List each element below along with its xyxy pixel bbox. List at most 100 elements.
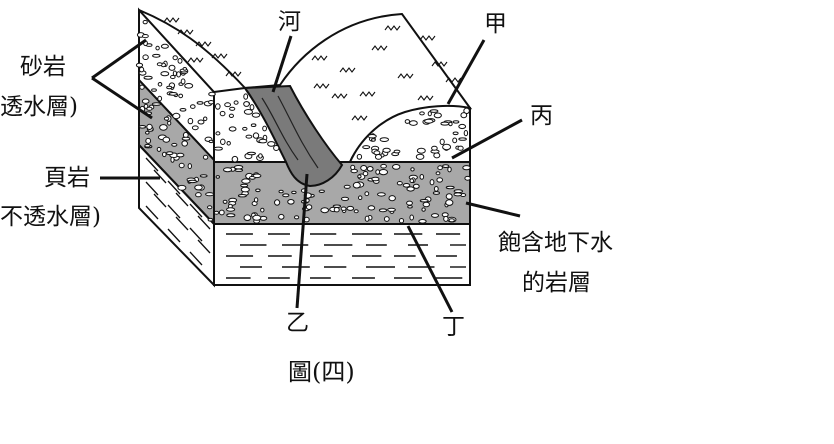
shale-dash [197, 239, 211, 254]
pebble [184, 83, 194, 89]
shale-dash [175, 192, 189, 207]
pebble [166, 151, 174, 156]
pebble [208, 139, 214, 144]
pebble [180, 78, 186, 85]
pebble [141, 98, 150, 104]
pebble [237, 194, 247, 198]
pebble [168, 64, 176, 71]
pebble [142, 34, 149, 39]
shale-dash [145, 181, 159, 196]
pebble [379, 137, 389, 143]
pebble [151, 88, 157, 92]
pebble [287, 199, 295, 205]
pebble [223, 167, 233, 173]
grass-mark [177, 29, 194, 35]
pebble [191, 125, 199, 131]
pebble [371, 138, 376, 142]
pebble [228, 113, 234, 119]
pebble [162, 136, 171, 143]
pebble [160, 43, 169, 49]
label-river: 河 [278, 9, 301, 35]
pebble [437, 165, 443, 171]
pebble [252, 214, 262, 221]
pebble [181, 136, 191, 141]
pebble [440, 121, 450, 126]
pebble [447, 166, 452, 173]
shale-dash [145, 205, 159, 220]
pebble [442, 164, 450, 169]
pebble [245, 134, 253, 139]
pebble [234, 168, 244, 172]
pebble [194, 184, 203, 191]
pebble [240, 186, 250, 193]
pebble [199, 174, 208, 178]
pebble [249, 104, 255, 111]
label-bing: 丙 [530, 103, 553, 129]
pebble [231, 155, 239, 163]
pebble [243, 109, 253, 115]
pebble [429, 179, 435, 186]
pebble [357, 174, 362, 179]
pebble [387, 207, 396, 212]
pebble [195, 192, 202, 198]
pebble [205, 192, 215, 197]
pebble [142, 19, 148, 25]
grass-mark [359, 91, 376, 97]
pebble [278, 213, 285, 220]
pebble [143, 75, 153, 80]
pebble [409, 120, 418, 126]
pebble [226, 213, 236, 218]
pebble [166, 85, 173, 90]
pebble [346, 205, 355, 211]
pebble [358, 195, 363, 200]
pebble [340, 206, 347, 211]
pebble [177, 184, 187, 191]
grass-mark [431, 61, 448, 67]
pebble [350, 164, 356, 171]
pebble [252, 173, 262, 179]
pebble [243, 101, 250, 107]
pebble [419, 111, 425, 116]
grass-mark [163, 17, 180, 23]
pebble [262, 125, 268, 132]
pebble [157, 82, 163, 87]
pebble [429, 109, 439, 113]
pebble [404, 119, 411, 124]
pebble [377, 192, 386, 197]
pebble [208, 91, 216, 97]
pebble [220, 138, 226, 146]
label-shale: 頁岩 [44, 165, 90, 191]
pebble [353, 209, 359, 214]
pebble [218, 209, 225, 216]
pebble [374, 154, 383, 160]
pebble [146, 106, 153, 111]
pebble [409, 214, 415, 221]
leader-line-sandstone [91, 76, 153, 120]
pebble [416, 147, 426, 154]
pebble [240, 183, 249, 188]
pebble [274, 199, 281, 206]
pebble [452, 137, 458, 144]
pebble [367, 205, 376, 211]
shale-dash [167, 228, 181, 243]
pebble [463, 130, 469, 137]
pebble [282, 193, 290, 198]
grass-mark [331, 93, 348, 99]
leader-line-bing [451, 118, 523, 160]
pebble [213, 210, 220, 215]
front-face-shale [213, 223, 471, 286]
pebble [343, 184, 351, 189]
pebble [251, 112, 261, 118]
pebble [157, 95, 163, 102]
grass-mark [311, 55, 328, 61]
shale-dash [175, 216, 189, 231]
pebble [458, 137, 467, 141]
pebble [233, 100, 239, 105]
rock-pebbles [135, 19, 471, 224]
grass-mark [419, 35, 436, 41]
pebble [366, 166, 374, 172]
pebble [242, 126, 248, 131]
grass-mark [397, 73, 414, 79]
pebble [215, 103, 221, 110]
